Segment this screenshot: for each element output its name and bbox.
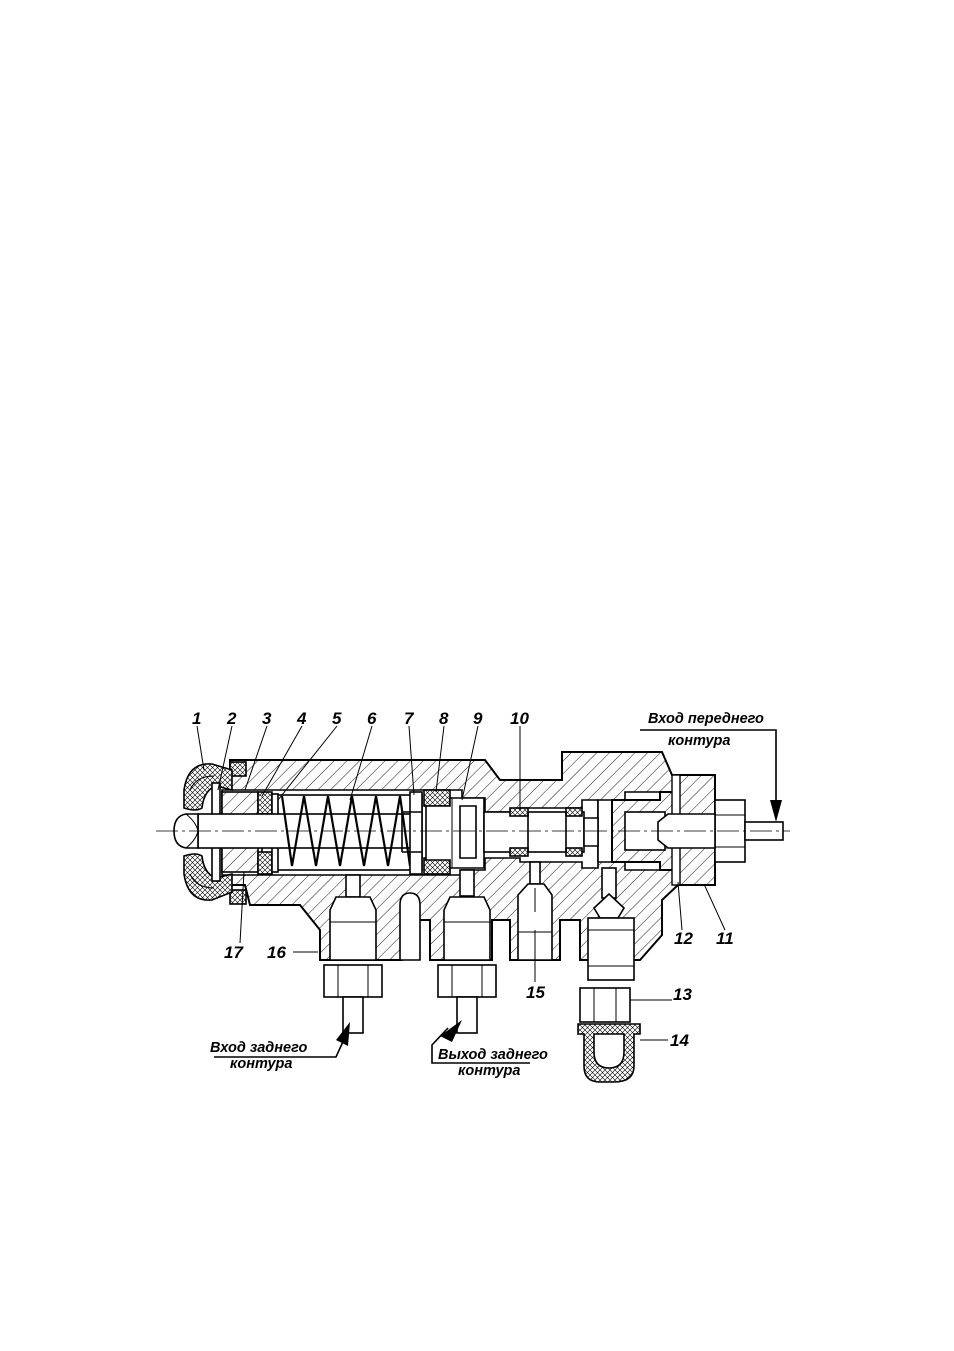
nut-left — [324, 965, 382, 997]
nut-mid — [438, 965, 496, 997]
caption-rear-outlet-line1: Выход заднего — [438, 1047, 548, 1063]
label-4: 4 — [296, 709, 307, 728]
seal-4 — [258, 792, 272, 814]
cap-inner — [594, 1034, 624, 1068]
body-slot — [400, 893, 420, 960]
caption-rear-outlet-line2: контура — [458, 1063, 520, 1079]
fitting-mid — [444, 897, 490, 960]
fitting-left — [330, 897, 376, 960]
caption-rear-inlet-line2: контура — [230, 1056, 292, 1072]
pipe-mid — [457, 997, 477, 1033]
seal-10b-bottom — [566, 848, 582, 856]
seal-10 — [510, 808, 528, 816]
port-mid-bore — [460, 870, 474, 896]
spring-cup-7 — [410, 792, 422, 874]
label-16: 16 — [267, 943, 286, 962]
caption-rear-inlet-line1: Вход заднего — [210, 1040, 307, 1056]
seal-8 — [424, 790, 450, 806]
bleeder-screw-13 — [580, 988, 630, 1022]
bleeder-fitting — [588, 918, 634, 980]
port-left-bore — [346, 875, 360, 897]
label-8: 8 — [439, 709, 449, 728]
label-2: 2 — [226, 709, 237, 728]
label-13: 13 — [673, 985, 692, 1004]
seal-10b — [566, 808, 582, 816]
label-17: 17 — [224, 943, 244, 962]
valve-stem — [484, 812, 584, 852]
label-7: 7 — [404, 709, 415, 728]
label-9: 9 — [473, 709, 483, 728]
channel-bore — [530, 862, 540, 884]
label-5: 5 — [332, 709, 342, 728]
label-15: 15 — [526, 983, 545, 1002]
label-6: 6 — [367, 709, 377, 728]
caption-front-inlet-line2: контура — [668, 733, 730, 749]
label-14: 14 — [670, 1031, 689, 1050]
label-1: 1 — [192, 709, 201, 728]
seal-4-bottom — [258, 852, 272, 874]
label-11: 11 — [716, 929, 734, 948]
seal-10-bottom — [510, 848, 528, 856]
caption-front-inlet-line1: Вход переднего — [648, 711, 764, 727]
label-12: 12 — [674, 929, 693, 948]
label-10: 10 — [510, 709, 529, 728]
label-3: 3 — [262, 709, 272, 728]
